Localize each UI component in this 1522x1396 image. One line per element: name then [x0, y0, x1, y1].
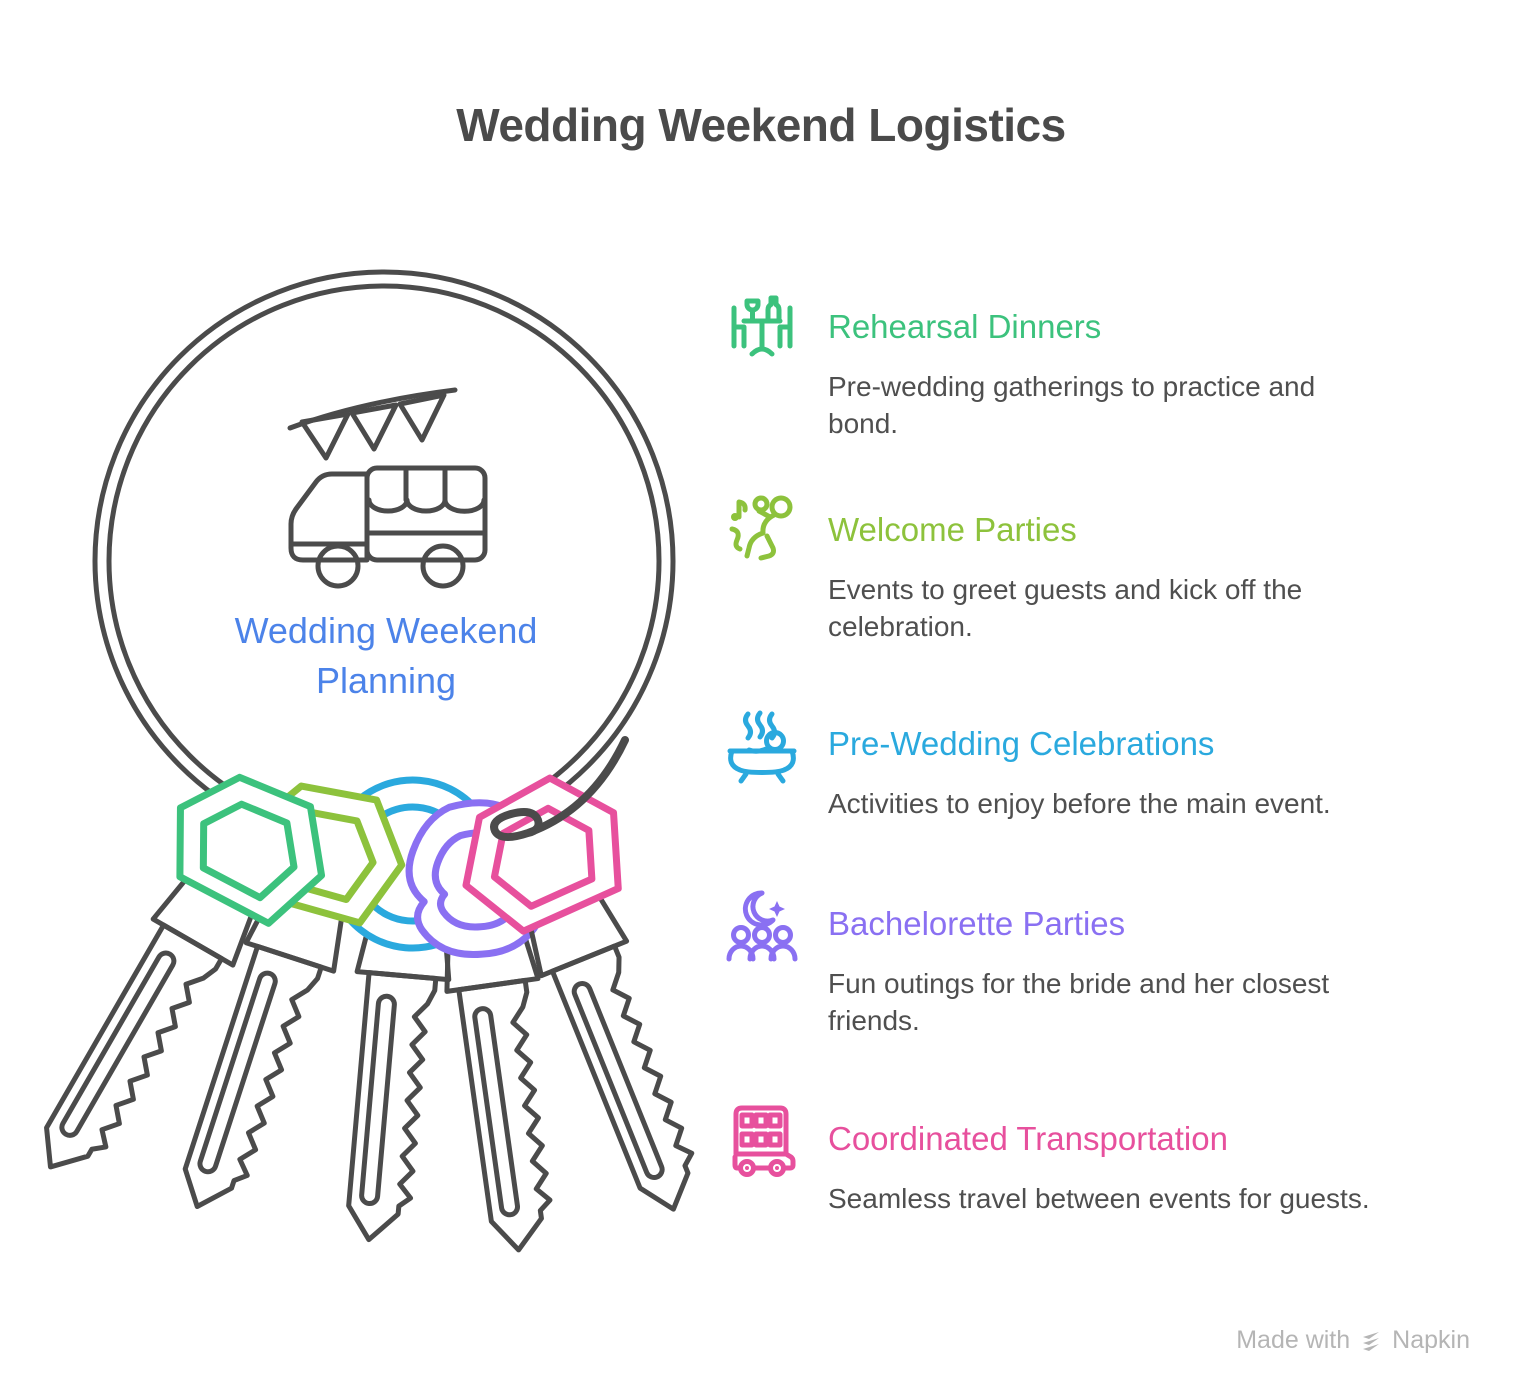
item-content: Coordinated Transportation Seamless trav… — [828, 1100, 1468, 1217]
list-item-bachelorette-parties: Bachelorette Parties Fun outings for the… — [722, 885, 1442, 1039]
watermark-prefix: Made with — [1236, 1326, 1351, 1354]
list-item-rehearsal-dinners: Rehearsal Dinners Pre-wedding gatherings… — [722, 288, 1442, 442]
dinner-table-icon — [722, 288, 802, 368]
bathtub-icon — [722, 705, 802, 785]
item-content: Pre-Wedding Celebrations Activities to e… — [828, 705, 1468, 822]
page-title: Wedding Weekend Logistics — [456, 99, 1066, 151]
keyring-svg — [44, 269, 695, 1253]
napkin-logo-icon — [1359, 1329, 1383, 1353]
double-decker-bus-icon — [722, 1100, 802, 1180]
key-green — [44, 773, 326, 1170]
item-description: Activities to enjoy before the main even… — [828, 788, 1331, 819]
moon-group-icon — [722, 885, 802, 965]
dancing-person-icon — [722, 491, 802, 571]
list-item-coordinated-transportation: Coordinated Transportation Seamless trav… — [722, 1100, 1442, 1217]
item-content: Bachelorette Parties Fun outings for the… — [828, 885, 1468, 1039]
watermark-brand: Napkin — [1392, 1326, 1470, 1354]
list-item-pre-wedding-celebrations: Pre-Wedding Celebrations Activities to e… — [722, 705, 1442, 822]
item-content: Rehearsal Dinners Pre-wedding gatherings… — [828, 288, 1468, 442]
item-description: Events to greet guests and kick off the … — [828, 574, 1303, 642]
bunting-flags-icon — [287, 387, 458, 461]
item-description: Fun outings for the bride and her closes… — [828, 968, 1330, 1036]
food-truck-icon — [288, 465, 488, 589]
item-title: Coordinated Transportation — [828, 1120, 1228, 1157]
item-title: Rehearsal Dinners — [828, 308, 1102, 345]
key-blade — [182, 886, 346, 1209]
item-title: Welcome Parties — [828, 511, 1077, 548]
keyring-center-label: Wedding Weekend Planning — [234, 610, 538, 701]
key-blade — [346, 910, 452, 1243]
keyring-illustration — [40, 250, 720, 1360]
list-item-welcome-parties: Welcome Parties Events to greet guests a… — [722, 491, 1442, 645]
watermark: Made with Napkin — [1236, 1326, 1470, 1355]
item-title: Bachelorette Parties — [828, 905, 1126, 942]
item-description: Seamless travel between events for guest… — [828, 1183, 1370, 1214]
ring-hook — [490, 736, 629, 841]
item-description: Pre-wedding gatherings to practice and b… — [828, 371, 1316, 439]
key-blade — [525, 886, 695, 1212]
item-content: Welcome Parties Events to greet guests a… — [828, 491, 1468, 645]
key-head — [176, 773, 326, 927]
item-title: Pre-Wedding Celebrations — [828, 725, 1215, 762]
